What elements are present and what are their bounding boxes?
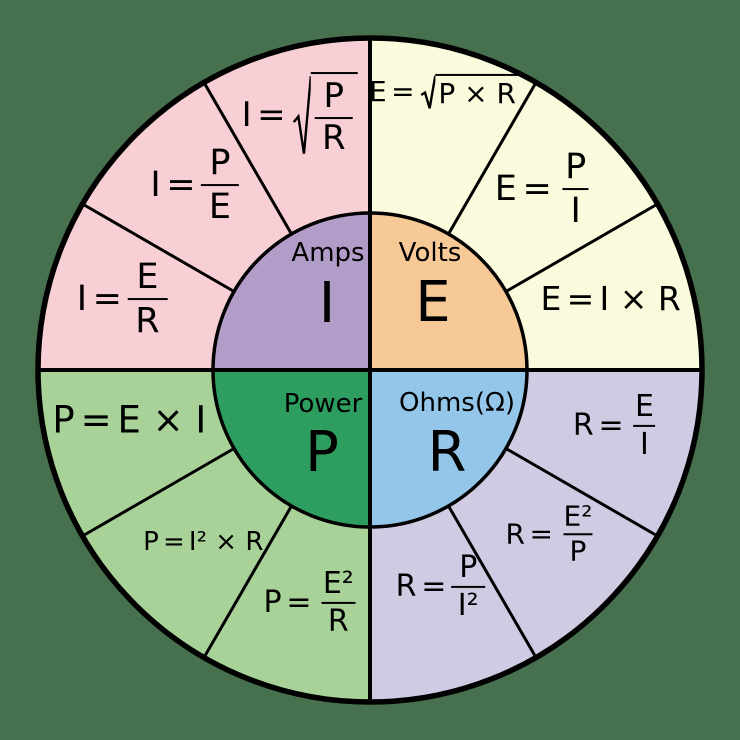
numerator: E² <box>322 565 354 601</box>
formula-lhs: E <box>540 278 562 318</box>
equals-sign: = <box>92 278 122 319</box>
formula-lhs: R <box>572 407 594 443</box>
sector-ohms-center <box>370 370 527 527</box>
quadrant-name-amps: Amps <box>291 238 365 268</box>
formula-e-i-times-r: E=I × R <box>540 278 681 318</box>
equals-sign: = <box>598 407 624 443</box>
expression-text: I² × R <box>188 526 264 557</box>
denominator: P <box>563 532 593 568</box>
divider-volts-60 <box>447 81 538 235</box>
denominator: R <box>314 116 354 159</box>
equals-sign: = <box>522 169 552 210</box>
equals-sign: = <box>162 526 185 557</box>
inner-circle <box>211 211 529 529</box>
radical-icon <box>292 73 311 159</box>
denominator: E <box>201 184 239 227</box>
equals-sign: = <box>421 568 447 604</box>
formula-e-sqrt-p-times-r: E= P × R <box>368 73 521 110</box>
sector-volts-center <box>370 213 527 370</box>
equals-sign: = <box>257 94 286 135</box>
numerator: P <box>323 75 344 116</box>
radical-stroke <box>421 75 435 108</box>
numerator: P <box>565 147 587 188</box>
numerator: E <box>136 256 159 297</box>
denominator: R <box>321 601 356 639</box>
expression-text: I × R <box>599 278 681 318</box>
quadrant-name-ohms: Ohms(Ω) <box>399 388 515 418</box>
quadrant-symbol-power: P <box>305 420 339 485</box>
formula-lhs: R <box>505 516 525 550</box>
formula-lhs: I <box>241 94 252 135</box>
formula-lhs: P <box>263 584 282 620</box>
quadrant-symbol-ohms: R <box>427 420 467 485</box>
expression-text: P × R <box>438 76 516 110</box>
quadrant-name-volts: Volts <box>398 238 462 268</box>
square-root: P × R <box>420 73 521 110</box>
denominator: I² <box>451 585 486 623</box>
divider-ohms-60 <box>505 447 659 538</box>
divider-amps-30 <box>202 81 293 235</box>
formula-lhs: E <box>494 169 517 210</box>
denominator: R <box>127 297 168 341</box>
divider-amps-60 <box>81 202 235 293</box>
sector-amps-center <box>213 213 370 370</box>
formula-p-e-times-i: P=E × I <box>52 398 207 443</box>
divider-power-30 <box>81 447 235 538</box>
radical-stroke <box>293 77 310 155</box>
equals-sign: = <box>80 398 112 442</box>
equals-sign: = <box>529 516 553 550</box>
sector-power-center <box>213 370 370 527</box>
formula-lhs: P <box>52 398 75 442</box>
quadrant-symbol-volts: E <box>415 270 451 335</box>
outer-circle <box>35 35 705 705</box>
quadrant-name-power: Power <box>283 389 363 419</box>
equals-sign: = <box>166 164 196 205</box>
expression-text: E × I <box>117 398 207 442</box>
equals-sign: = <box>286 584 312 620</box>
formula-lhs: R <box>395 568 417 604</box>
numerator: E² <box>563 499 593 533</box>
radicand: P × R <box>435 73 521 110</box>
numerator: P <box>209 143 231 184</box>
numerator: P <box>459 549 478 585</box>
quadrant-symbol-amps: I <box>318 271 336 336</box>
denominator: I <box>562 188 589 231</box>
equals-sign: = <box>391 74 415 108</box>
formula-lhs: I <box>150 164 161 205</box>
radical-icon <box>420 74 435 110</box>
formula-lhs: P <box>143 526 159 557</box>
divider-ohms-30 <box>447 505 538 659</box>
formula-p-i2-times-r: P=I² × R <box>143 526 264 558</box>
numerator: E <box>635 388 654 424</box>
equals-sign: = <box>566 278 595 318</box>
divider-power-60 <box>202 505 293 659</box>
divider-volts-30 <box>505 202 659 293</box>
formula-lhs: I <box>76 278 88 319</box>
denominator: I <box>633 425 656 462</box>
formula-lhs: E <box>368 74 387 108</box>
